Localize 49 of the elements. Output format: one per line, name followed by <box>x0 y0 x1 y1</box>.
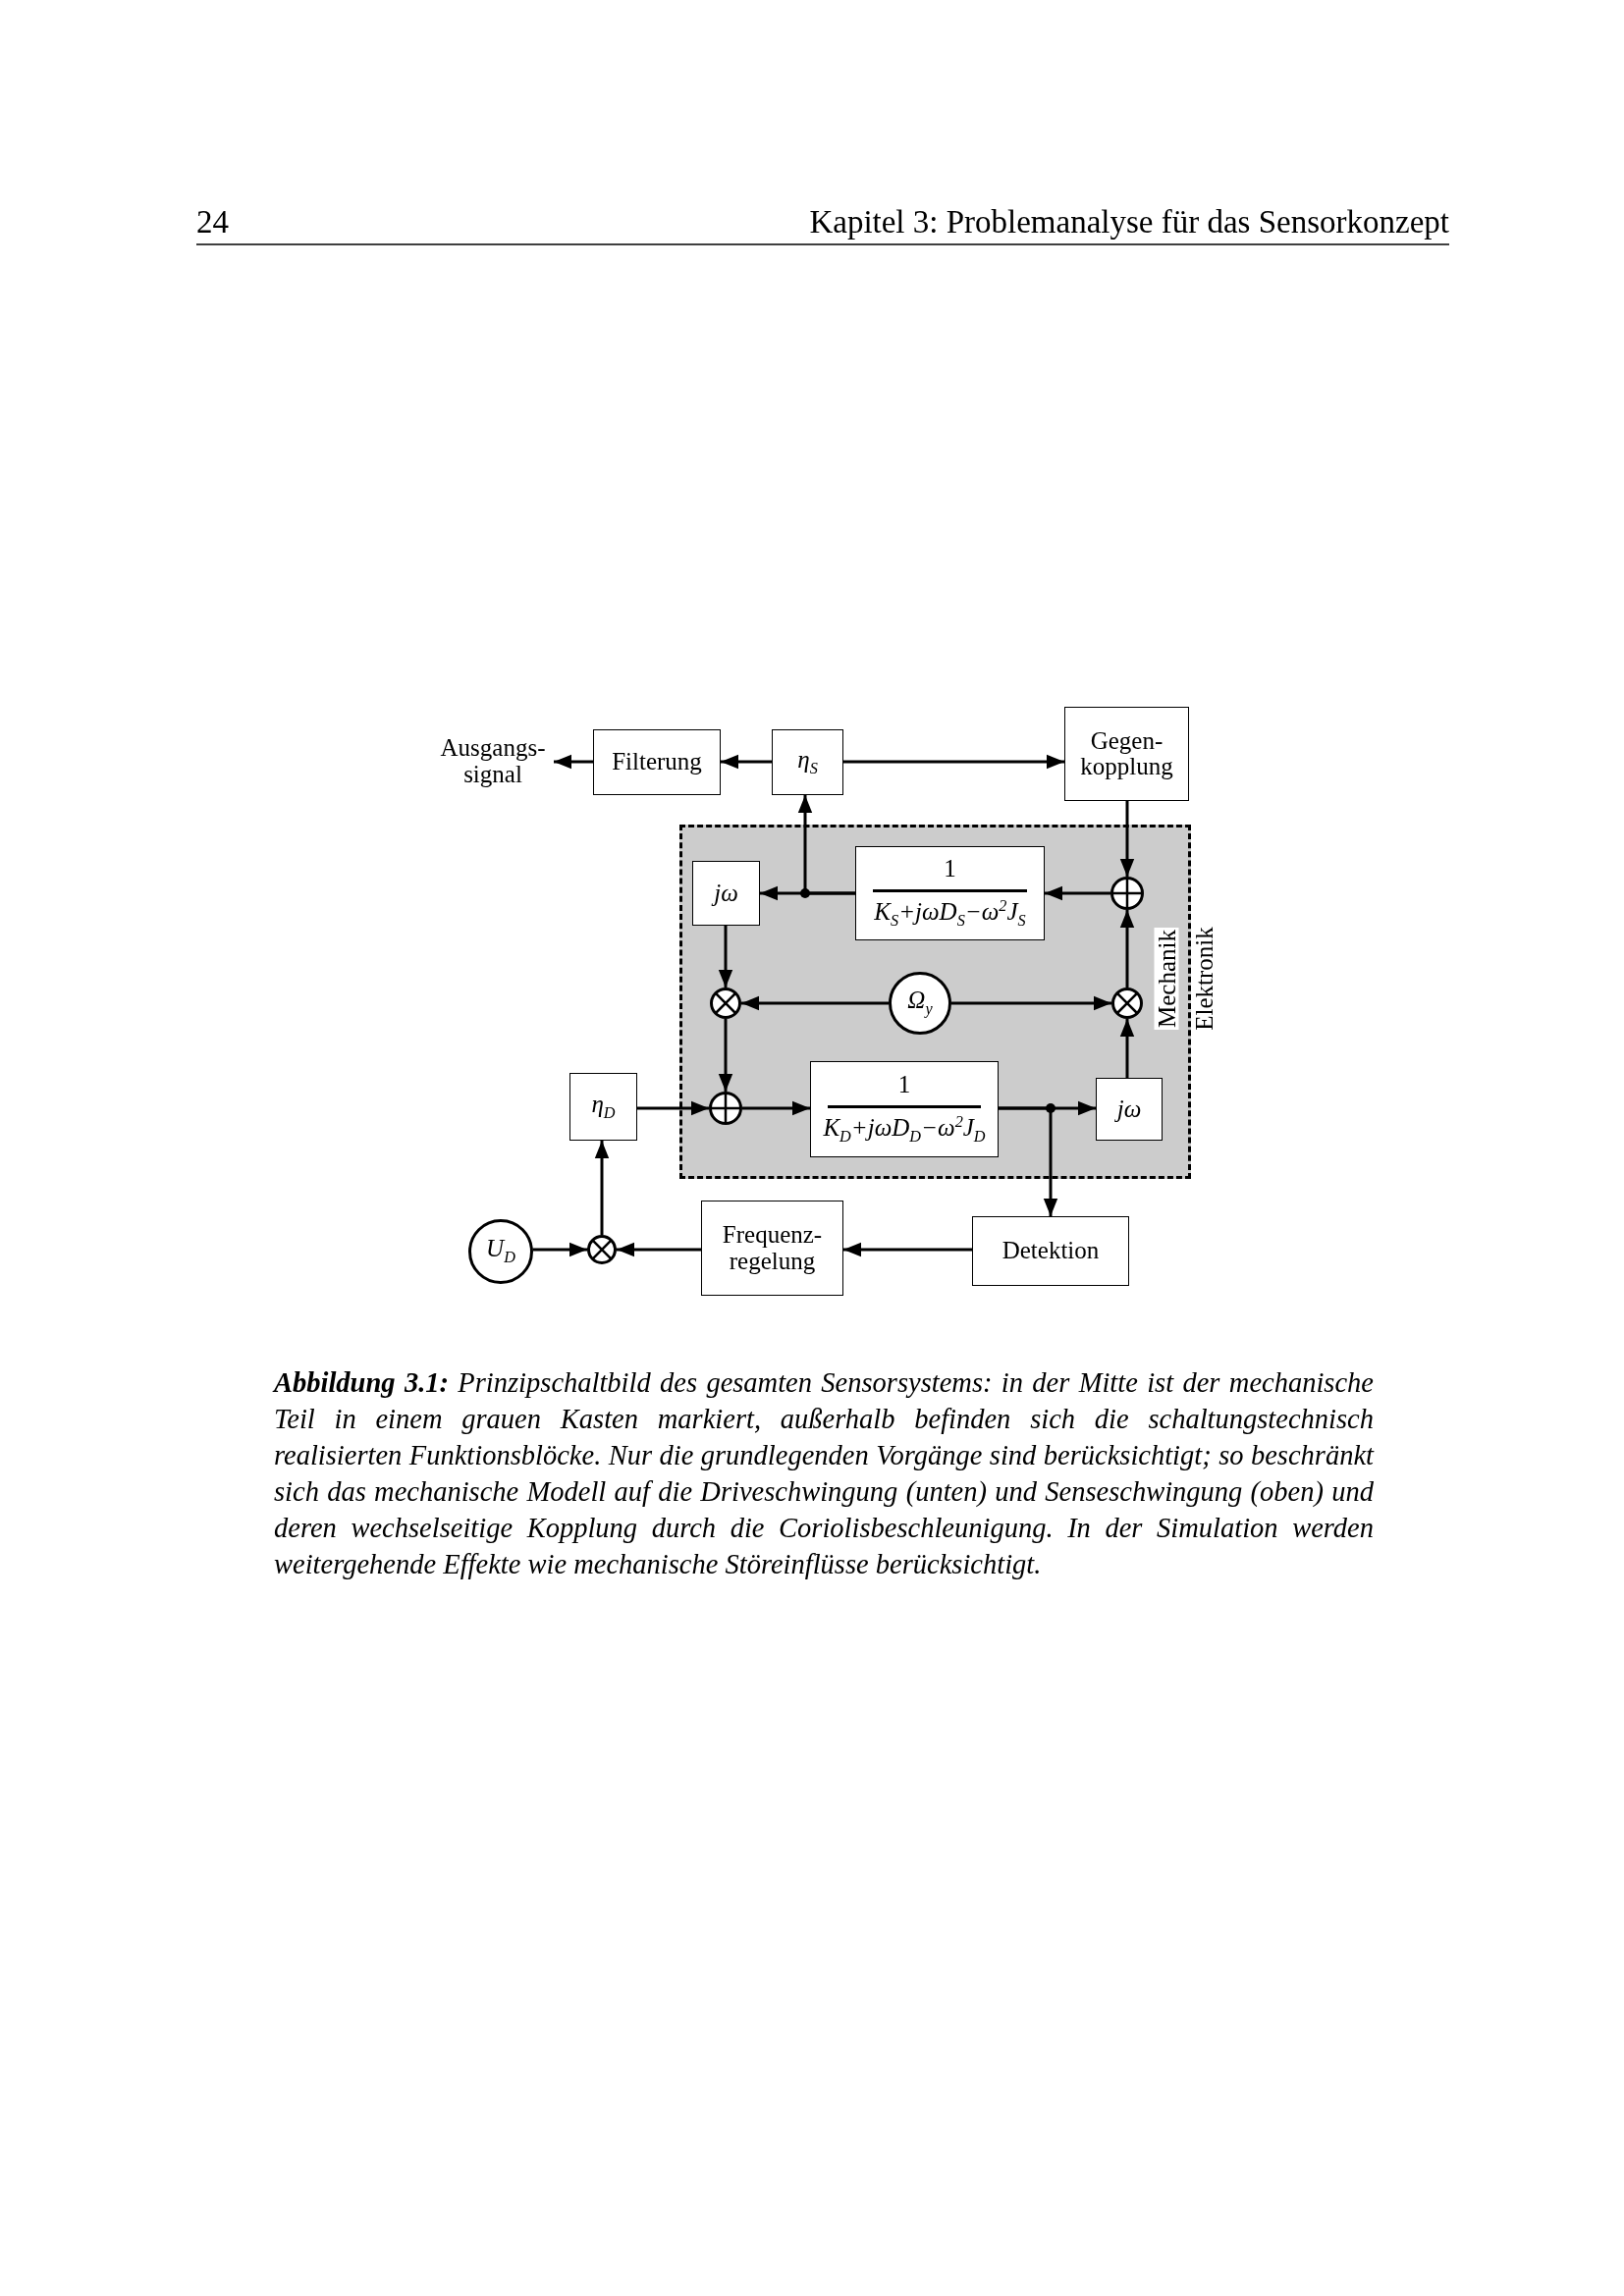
figure-caption: Abbildung 3.1: Prinzipschaltbild des gesamten Sensorsystems: in der Mitte ist der mechanische Teil in einem grauen Kasten markiert, außerhalb befinden sich die schaltungstechnisch realisierten Funktionsblöcke. Nur die grundlegenden Vorgänge sind berücksichtigt; so beschränkt sich das mechanische Modell auf die Driveschwingung (unten) und Senseschwingung (oben) und deren wechselseitige Kopplung durch die Coriolisbeschleunigung. In der Simulation werden weitergehende Effekte wie mechanische Störeinflüsse berücksichtigt. <box>274 1366 1374 1581</box>
signal-arrow <box>721 754 772 770</box>
signal-arrow <box>951 995 1111 1011</box>
signal-arrow <box>1119 910 1135 988</box>
signal-arrow <box>797 795 855 895</box>
numerator: 1 <box>897 1072 911 1098</box>
signal-arrow <box>741 995 889 1011</box>
signal-arrow <box>843 754 1064 770</box>
block-label: Frequenz- regelung <box>721 1222 824 1274</box>
signal-arrow <box>742 1100 810 1116</box>
block-label: Gegen- kopplung <box>1079 727 1174 780</box>
signal-arrow <box>999 1106 1058 1216</box>
denominator: K$_{S}$+jωD$_{S}$−ω$^{2}$J$_{S}$ <box>874 898 1026 931</box>
transfer-function-box <box>810 1061 999 1157</box>
block-label: Filterung <box>612 749 702 775</box>
signal-arrow <box>554 754 593 770</box>
region-label: Elektronik <box>1191 927 1217 1031</box>
block-label: Ω$_{y}$ <box>907 988 933 1019</box>
block-box <box>972 1216 1129 1286</box>
signal-label: Ausgangs- signal <box>439 733 547 788</box>
block-box <box>1096 1078 1163 1141</box>
block-box <box>593 729 721 795</box>
block-label: η$_{S}$ <box>797 746 818 778</box>
signal-arrow <box>843 1242 972 1257</box>
block-box <box>1064 707 1189 801</box>
signal-arrow <box>617 1242 701 1257</box>
block-label: Detektion <box>1001 1238 1100 1264</box>
signal-arrow <box>1045 885 1110 901</box>
block-label: jω <box>1116 1095 1142 1123</box>
signal-arrow <box>1119 1019 1135 1078</box>
signal-arrow <box>594 1141 610 1235</box>
signal-arrow <box>1119 801 1135 877</box>
signal-arrow <box>718 1019 733 1092</box>
numerator: 1 <box>944 856 956 882</box>
block-box <box>772 729 843 795</box>
running-head: Kapitel 3: Problemanalyse für das Sensorkonzept <box>809 204 1449 240</box>
page-number: 24 <box>196 204 229 240</box>
block-box <box>701 1201 843 1296</box>
mechanics-region <box>679 825 1191 1179</box>
signal-arrow <box>637 1100 709 1116</box>
block-box <box>569 1073 637 1141</box>
signal-arrow <box>718 926 733 988</box>
block-label: η$_{D}$ <box>591 1091 616 1123</box>
block-label: U$_{D}$ <box>486 1236 515 1267</box>
signal-arrow <box>532 1242 587 1257</box>
transfer-function-box <box>855 846 1045 940</box>
denominator: K$_{D}$+jωD$_{D}$−ω$^{2}$J$_{D}$ <box>823 1114 986 1147</box>
block-box <box>692 861 760 926</box>
region-label: Mechanik <box>1154 928 1179 1030</box>
